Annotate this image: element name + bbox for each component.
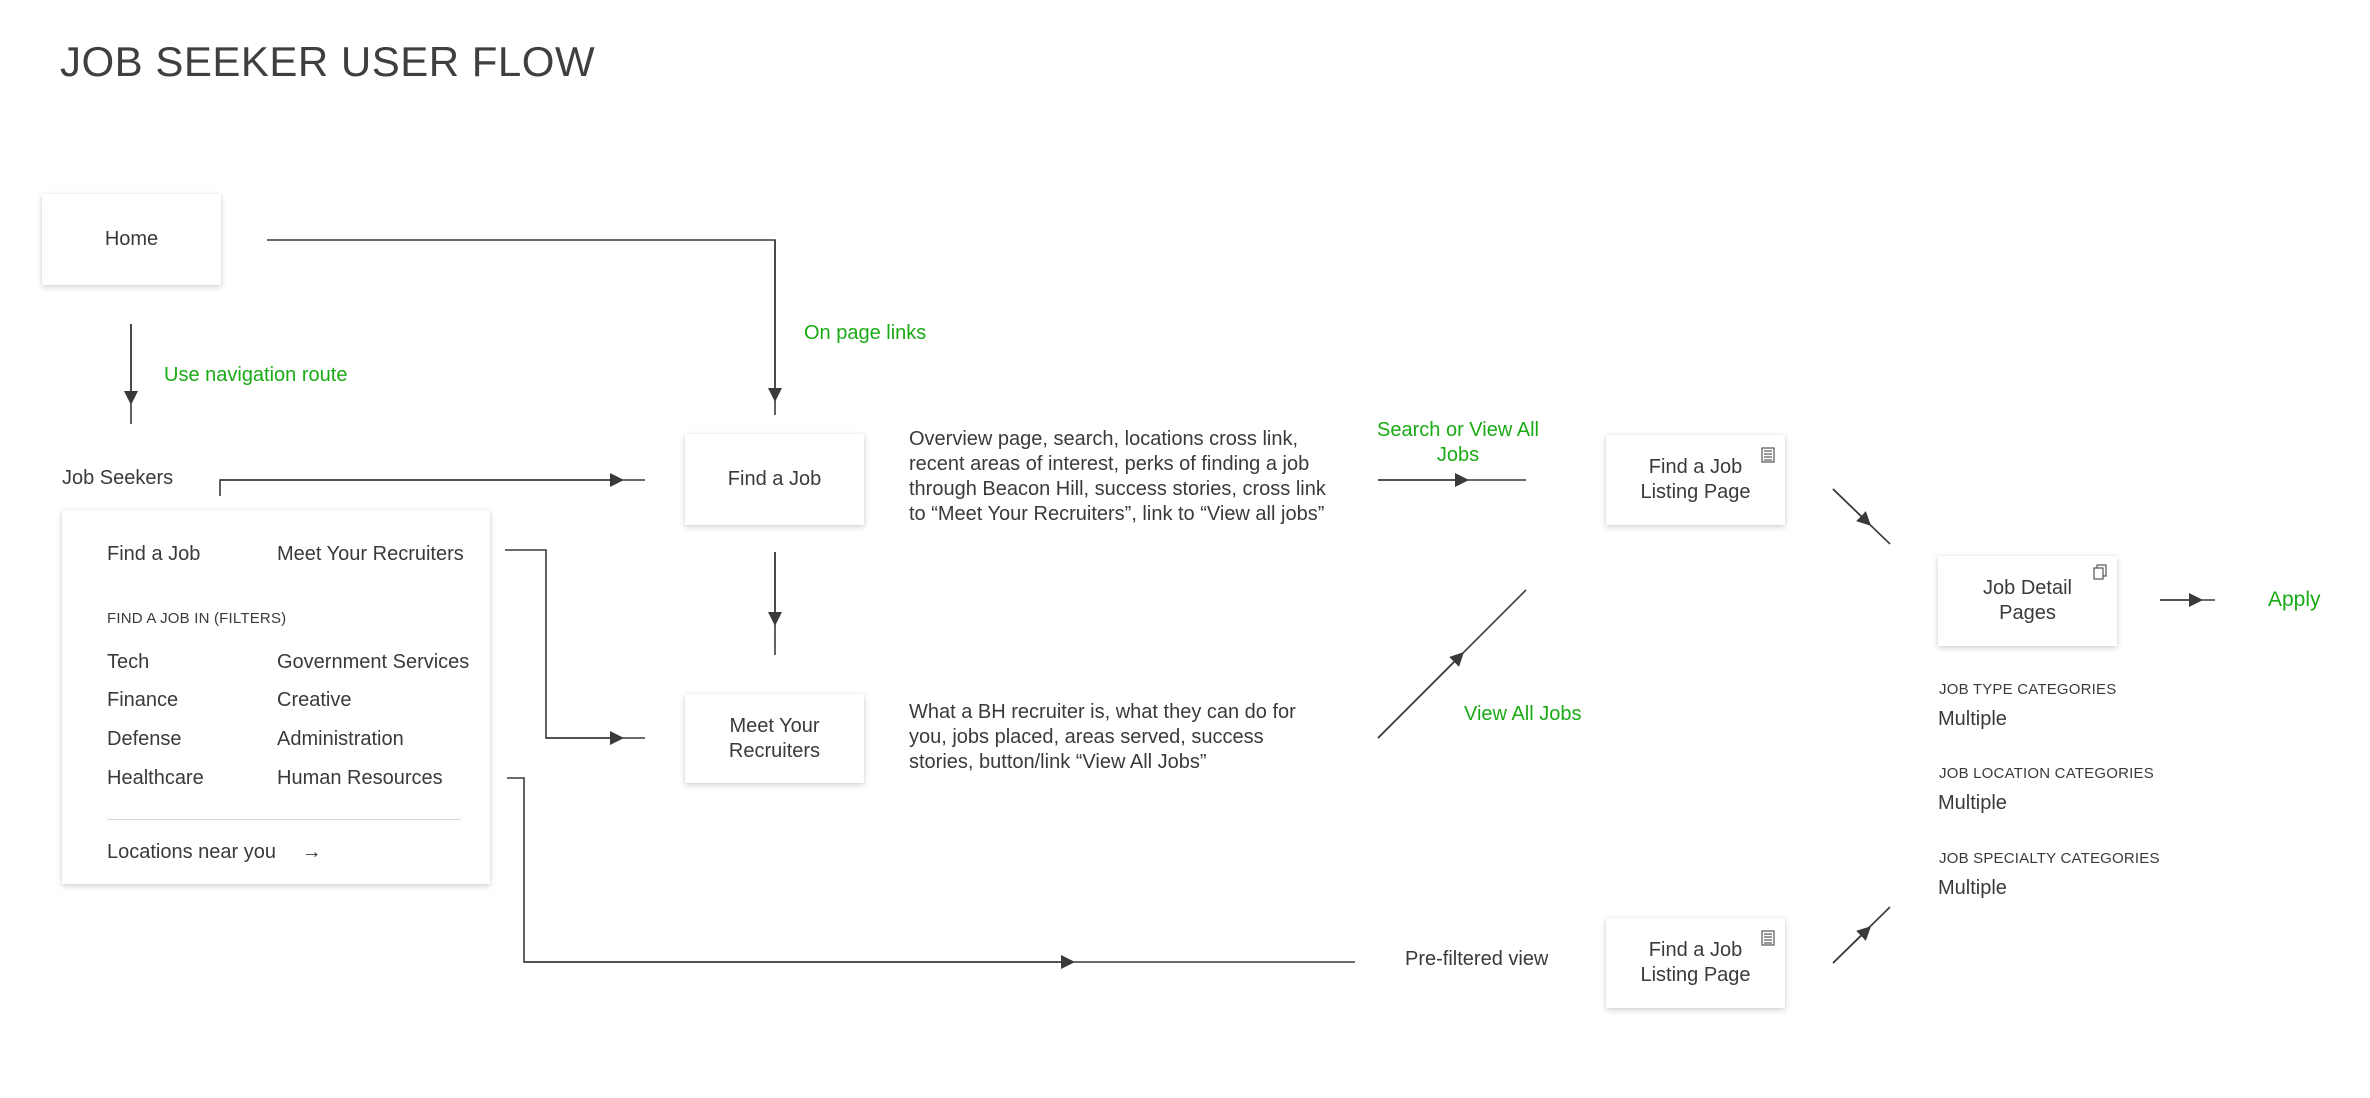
job-location-categories-heading: JOB LOCATION CATEGORIES (1939, 765, 2154, 782)
use-navigation-label: Use navigation route (164, 364, 348, 386)
connector-filters-to-prefiltered (507, 777, 1355, 963)
locations-near-you-link[interactable]: Locations near you → (107, 840, 322, 865)
meet-recruiters-description: What a BH recruiter is, what they can do… (909, 701, 1296, 773)
locations-label: Locations near you (107, 841, 277, 863)
find-job-card-label: Find a Job (727, 468, 822, 490)
filter-administration[interactable]: Administration (277, 728, 404, 750)
job-specialty-categories-value: Multiple (1938, 877, 2007, 899)
meet-recruiters-card-label: Meet Your Recruiters (728, 714, 821, 762)
on-page-links-label: On page links (804, 322, 927, 344)
copy-document-icon (2093, 564, 2107, 580)
pre-filtered-view-label: Pre-filtered view (1405, 948, 1549, 970)
filter-creative[interactable]: Creative (277, 689, 352, 711)
job-type-categories-value: Multiple (1938, 708, 2007, 730)
job-type-categories-heading: JOB TYPE CATEGORIES (1939, 681, 2117, 698)
menu-link-find-job[interactable]: Find a Job (107, 543, 201, 565)
filter-tech[interactable]: Tech (107, 651, 150, 673)
filters-heading: FIND A JOB IN (FILTERS) (107, 610, 287, 627)
listing-page-bottom-label: Find a Job Listing Page (1640, 939, 1751, 986)
menu-divider (107, 819, 461, 820)
job-seekers-menu: Find a Job Meet Your Recruiters FIND A J… (62, 510, 490, 884)
view-all-jobs-label: View All Jobs (1464, 703, 1582, 725)
arrow-right-icon: → (301, 841, 322, 863)
list-document-icon (1761, 447, 1775, 463)
job-specialty-categories-heading: JOB SPECIALTY CATEGORIES (1939, 850, 2160, 867)
job-detail-label: Job Detail Pages (1983, 577, 2072, 624)
filter-healthcare[interactable]: Healthcare (107, 767, 204, 789)
filter-human-resources[interactable]: Human Resources (277, 767, 443, 789)
listing-page-top-label: Find a Job Listing Page (1640, 456, 1751, 503)
home-card[interactable]: Home (42, 194, 221, 285)
apply-label[interactable]: Apply (2268, 588, 2321, 611)
job-detail-card[interactable]: Job Detail Pages (1938, 556, 2117, 646)
find-job-card[interactable]: Find a Job (685, 434, 864, 525)
filter-finance[interactable]: Finance (107, 689, 179, 711)
home-label: Home (104, 228, 159, 250)
menu-link-meet-recruiters[interactable]: Meet Your Recruiters (277, 543, 464, 565)
find-job-description: Overview page, search, locations cross l… (909, 428, 1326, 525)
search-or-view-all-label: Search or View All Jobs (1377, 419, 1539, 466)
job-seekers-label: Job Seekers (62, 467, 174, 489)
page-title: JOB SEEKER USER FLOW (60, 38, 596, 85)
filter-government-services[interactable]: Government Services (277, 651, 470, 673)
connector-menu-to-recruiters (505, 549, 645, 739)
list-document-icon (1761, 930, 1775, 946)
filter-defense[interactable]: Defense (107, 728, 182, 750)
meet-recruiters-card[interactable]: Meet Your Recruiters (685, 694, 864, 783)
listing-page-card-bottom[interactable]: Find a Job Listing Page (1606, 918, 1785, 1008)
connector-job-seekers-to-find-job (219, 479, 645, 496)
listing-page-card-top[interactable]: Find a Job Listing Page (1606, 435, 1785, 525)
connector-home-to-find-job (267, 239, 776, 415)
job-location-categories-value: Multiple (1938, 792, 2007, 814)
